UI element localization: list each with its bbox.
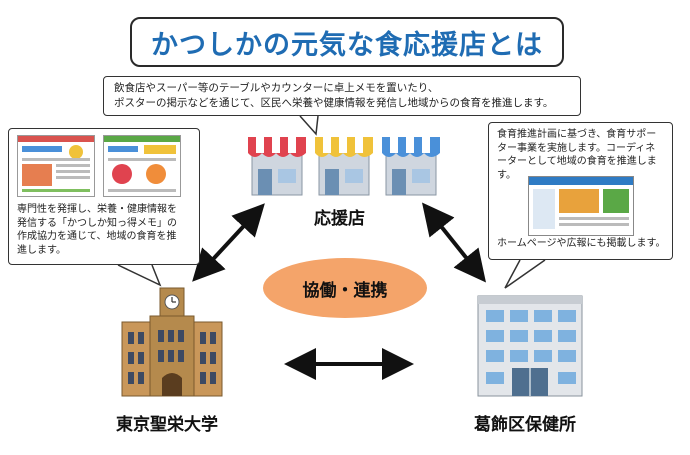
memo-thumbnail-1 — [17, 135, 95, 197]
memo-thumbnails — [17, 135, 191, 197]
university-label: 東京聖栄大学 — [116, 415, 218, 435]
shop-red-icon — [248, 137, 306, 196]
title-box: かつしかの元気な食応援店とは — [130, 17, 564, 67]
shop-description-box: 飲食店やスーパー等のテーブルやカウンターに卓上メモを置いたり、 ポスターの掲示な… — [103, 76, 581, 116]
shop-yellow-icon — [315, 137, 373, 196]
shop-icons — [248, 137, 440, 196]
top-callout-tail — [299, 115, 319, 136]
shop-blue-icon — [382, 137, 440, 196]
university-building-icon — [121, 287, 223, 397]
university-description-box: 専門性を発揮し、栄養・健康情報を 発信する「かつしか知っ得メモ」の 作成協力を通… — [8, 128, 200, 265]
shop-label: 応援店 — [314, 209, 365, 229]
healthcenter-description-box: 食育推進計画に基づき、食育サポー ター事業を実施します。コーディネ ーターとして… — [488, 122, 673, 260]
memo-thumbnail-2 — [103, 135, 181, 197]
healthcenter-description-text: 食育推進計画に基づき、食育サポー ター事業を実施します。コーディネ ーターとして… — [497, 129, 657, 181]
left-callout-tail — [117, 264, 162, 287]
healthcenter-building-icon — [477, 295, 583, 397]
arrow-shop-university — [192, 203, 265, 282]
collaboration-ellipse: 協働・連携 — [263, 258, 427, 318]
arrow-shop-healthcenter — [422, 202, 486, 283]
healthcenter-label: 葛飾区保健所 — [474, 415, 576, 435]
page-title: かつしかの元気な食応援店とは — [151, 29, 543, 61]
collaboration-label: 協働・連携 — [302, 280, 388, 301]
website-screenshot — [528, 176, 634, 236]
healthcenter-website-note: ホームページや広報にも掲載します。 — [497, 238, 666, 249]
university-description-text: 専門性を発揮し、栄養・健康情報を 発信する「かつしか知っ得メモ」の 作成協力を通… — [17, 204, 177, 256]
right-callout-tail — [504, 259, 546, 289]
shop-description-text: 飲食店やスーパー等のテーブルやカウンターに卓上メモを置いたり、 ポスターの掲示な… — [114, 82, 554, 109]
